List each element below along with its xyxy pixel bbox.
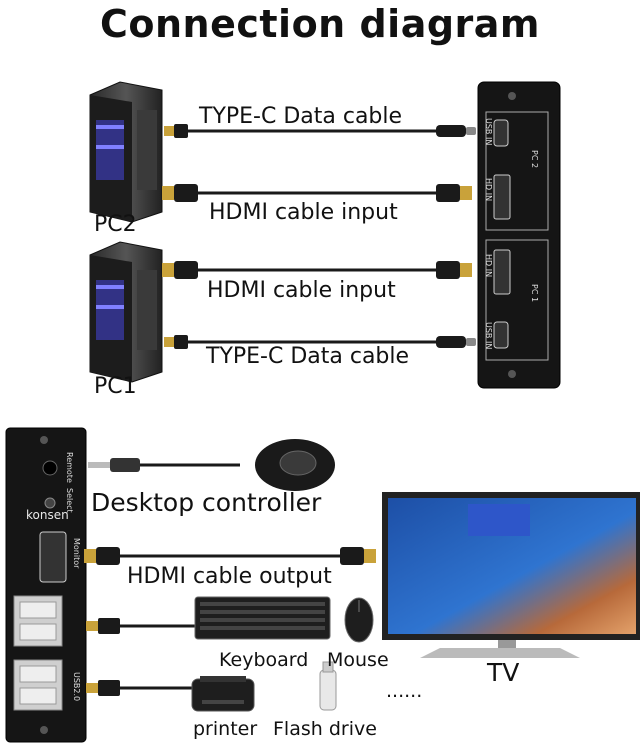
label-ellipsis: ...... (386, 680, 423, 702)
cable-printer (86, 680, 192, 696)
label-keyboard: Keyboard (219, 649, 309, 671)
cable-pc2-typec (164, 124, 476, 138)
label-pc1: PC1 (94, 374, 137, 399)
kvm-switch-front-icon (5, 427, 87, 743)
label-hdmi-output: HDMI cable output (127, 564, 332, 589)
port-label-hd-in-pc2: HD IN (484, 178, 493, 201)
label-pc1-typec-cable: TYPE-C Data cable (206, 344, 410, 369)
cable-keyboard (86, 618, 196, 634)
label-mouse: Mouse (327, 649, 389, 671)
label-pc1-hdmi-cable: HDMI cable input (207, 278, 396, 303)
cable-desktop-controller (88, 458, 240, 472)
label-tv: TV (487, 658, 520, 687)
cable-pc1-typec (164, 335, 476, 349)
label-flash-drive: Flash drive (273, 718, 377, 740)
label-printer: printer (193, 718, 258, 740)
cable-hdmi-output (84, 547, 376, 565)
label-desktop-controller: Desktop controller (91, 488, 322, 517)
port-label-usb2: USB2.0 (72, 672, 81, 701)
mouse-icon (344, 597, 374, 643)
desktop-controller-icon (255, 439, 335, 491)
port-label-usb-in-pc2: USB IN (484, 118, 493, 145)
pc2-tower-icon (89, 81, 163, 223)
page-title: Connection diagram (99, 2, 541, 46)
cable-pc2-hdmi (162, 184, 472, 202)
group-label-pc2: PC 2 (530, 150, 539, 168)
pc1-tower-icon (89, 241, 163, 383)
tv-icon (382, 492, 640, 658)
label-konsen: konsen (26, 508, 69, 522)
port-label-monitor: Monitor (72, 538, 81, 569)
printer-icon (191, 676, 255, 712)
port-label-usb-in-pc1: USB IN (484, 322, 493, 349)
port-label-remote: Remote (65, 452, 74, 483)
kvm-switch-rear-icon (477, 81, 561, 389)
group-label-pc1: PC 1 (530, 284, 539, 302)
keyboard-icon (194, 596, 331, 640)
label-pc2-typec-cable: TYPE-C Data cable (199, 104, 403, 129)
flash-drive-icon (319, 661, 337, 711)
port-label-select: Select (65, 488, 74, 513)
label-pc2-hdmi-cable: HDMI cable input (209, 200, 398, 225)
port-label-hd-in-pc1: HD IN (484, 254, 493, 277)
label-pc2: PC2 (94, 212, 137, 237)
cable-pc1-hdmi (162, 261, 472, 279)
